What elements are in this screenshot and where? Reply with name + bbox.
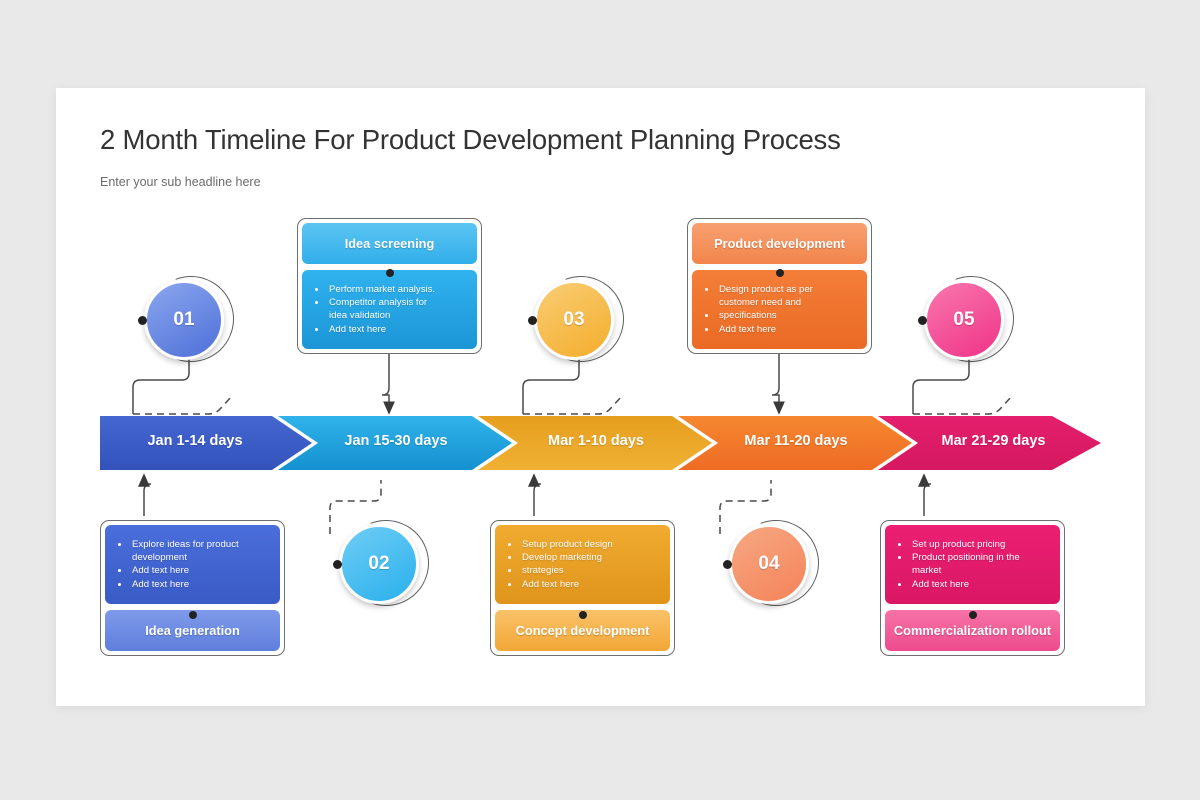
list-item: market [912, 565, 942, 577]
card-idea-generation-joint [188, 611, 197, 619]
marker-disc-05: 05 [924, 280, 1004, 360]
card-commercialization-rollout[interactable]: Set up product pricing Product positioni… [880, 520, 1065, 656]
list-item: Product positioning in the [895, 551, 1050, 564]
card-idea-screening[interactable]: Idea screening Perform market analysis. … [297, 218, 482, 354]
marker-disc-04: 04 [729, 524, 809, 604]
step-marker-01[interactable]: 01 [134, 262, 248, 376]
timeline-step-1[interactable]: Jan 1-14 days [100, 410, 290, 472]
timeline-step-5[interactable]: Mar 21-29 days [896, 410, 1091, 472]
card-product-development-body: Design product as per customer need and … [692, 270, 867, 349]
marker-number-03: 03 [563, 309, 585, 330]
timeline-step-4[interactable]: Mar 11-20 days [696, 410, 896, 472]
card-concept-development-joint [578, 611, 587, 619]
marker-anchor-dot-03 [528, 316, 537, 325]
card-concept-development[interactable]: Setup product design Develop marketing s… [490, 520, 675, 656]
page-title: 2 Month Timeline For Product Development… [100, 124, 841, 155]
marker-number-05: 05 [953, 309, 975, 330]
card-product-development-bullets: Design product as per customer need and … [702, 283, 857, 336]
connector-layer [132, 347, 1013, 534]
timeline-arrow-bar [100, 416, 1101, 470]
card-idea-generation-body: Explore ideas for product development Ad… [105, 525, 280, 604]
marker-disc-01: 01 [144, 280, 224, 360]
list-item: Design product as per [702, 283, 857, 296]
list-item: Competitor analysis for [312, 296, 467, 309]
timeline-step-4-label: Mar 11-20 days [744, 433, 848, 449]
step-marker-03[interactable]: 03 [524, 262, 638, 376]
marker-anchor-dot-05 [918, 316, 927, 325]
timeline-step-3-label: Mar 1-10 days [548, 433, 644, 449]
list-item: Set up product pricing [895, 538, 1050, 551]
page-subtitle: Enter your sub headline here [100, 175, 261, 189]
marker-number-01: 01 [173, 309, 195, 330]
list-item: Add text here [312, 323, 467, 336]
card-idea-screening-bullets: Perform market analysis. Competitor anal… [312, 283, 467, 336]
card-product-development-title: Product development [692, 223, 867, 264]
slide-canvas: 2 Month Timeline For Product Development… [56, 88, 1145, 706]
list-item: Add text here [115, 578, 270, 591]
card-concept-development-body: Setup product design Develop marketing s… [495, 525, 670, 604]
step-marker-02[interactable]: 02 [329, 506, 443, 620]
card-commercialization-rollout-body: Set up product pricing Product positioni… [885, 525, 1060, 604]
list-item: Add text here [895, 578, 1050, 591]
list-item: development [132, 552, 187, 564]
list-item: strategies [505, 564, 660, 577]
card-product-development-joint [775, 269, 784, 277]
list-item: Add text here [505, 578, 660, 591]
card-idea-screening-title: Idea screening [302, 223, 477, 264]
card-commercialization-rollout-joint [968, 611, 977, 619]
card-concept-development-bullets: Setup product design Develop marketing s… [505, 538, 660, 591]
marker-anchor-dot-04 [723, 560, 732, 569]
list-item: Explore ideas for product [115, 538, 270, 551]
marker-number-04: 04 [758, 553, 780, 574]
timeline-step-2[interactable]: Jan 15-30 days [296, 410, 496, 472]
timeline-step-1-label: Jan 1-14 days [147, 433, 243, 449]
card-product-development[interactable]: Product development Design product as pe… [687, 218, 872, 354]
list-item: Perform market analysis. [312, 283, 467, 296]
marker-anchor-dot-02 [333, 560, 342, 569]
list-item: idea validation [329, 310, 391, 322]
marker-disc-03: 03 [534, 280, 614, 360]
timeline-step-2-label: Jan 15-30 days [344, 433, 448, 449]
timeline-step-5-label: Mar 21-29 days [941, 433, 1046, 449]
marker-number-02: 02 [368, 553, 390, 574]
list-item: Develop marketing [505, 551, 660, 564]
step-marker-05[interactable]: 05 [914, 262, 1028, 376]
marker-disc-02: 02 [339, 524, 419, 604]
card-commercialization-rollout-title: Commercialization rollout [885, 609, 1060, 651]
list-item: Add text here [702, 323, 857, 336]
step-marker-04[interactable]: 04 [719, 506, 833, 620]
list-item: Setup product design [505, 538, 660, 551]
card-commercialization-rollout-bullets: Set up product pricing Product positioni… [895, 538, 1050, 591]
list-item: Add text here [115, 564, 270, 577]
marker-anchor-dot-01 [138, 316, 147, 325]
card-idea-screening-joint [385, 269, 394, 277]
list-item: specifications [702, 309, 857, 322]
card-idea-screening-body: Perform market analysis. Competitor anal… [302, 270, 477, 349]
timeline-step-3[interactable]: Mar 1-10 days [496, 410, 696, 472]
list-item: customer need and [719, 297, 802, 309]
card-idea-generation[interactable]: Explore ideas for product development Ad… [100, 520, 285, 656]
card-idea-generation-bullets: Explore ideas for product development Ad… [115, 538, 270, 591]
